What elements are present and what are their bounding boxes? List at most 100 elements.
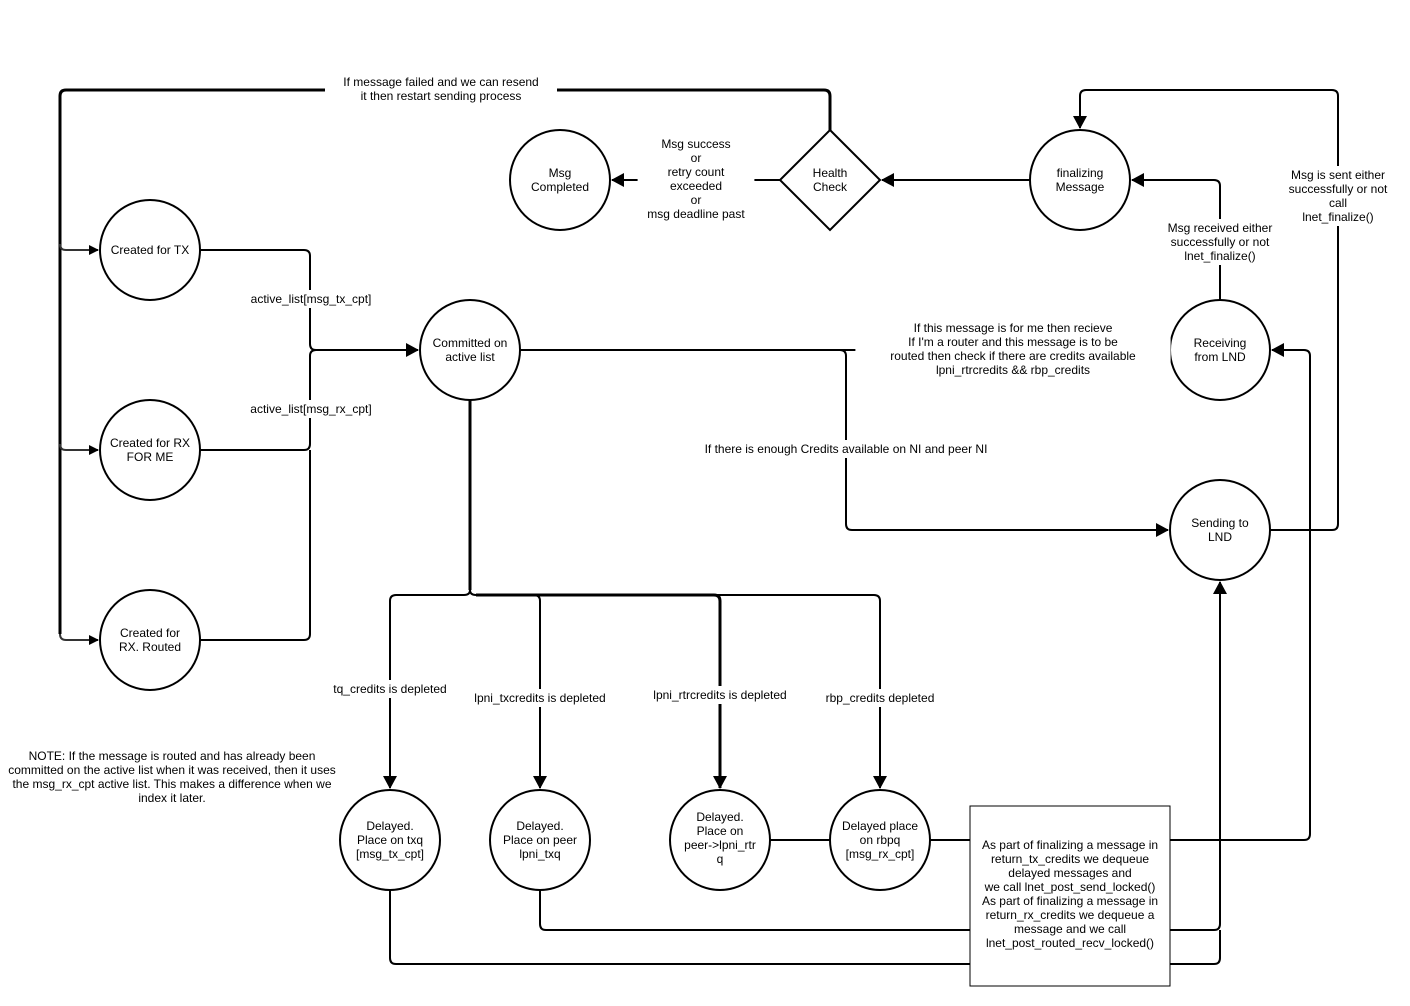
label-line: Delayed. [516, 819, 563, 833]
label-line: Msg [549, 166, 572, 180]
edge-to-delayed-rbpq [714, 594, 887, 789]
edge-box-to-receiving [1170, 343, 1311, 841]
delayed-txq-node [339, 789, 441, 891]
edge-peer-txq-to-sending [539, 581, 1227, 931]
label-background [629, 686, 811, 704]
label-line: from LND [1194, 350, 1246, 364]
label-line: active list [445, 350, 495, 364]
created-for-rx-routed-node [99, 589, 201, 691]
label-line: Created for [120, 626, 180, 640]
label-line: Committed on [433, 336, 508, 350]
edge-label-for-me: If this message is for me then recieveIf… [855, 319, 1171, 379]
committed-active-list-node [419, 299, 521, 401]
label-line: active_list[msg_tx_cpt] [251, 292, 372, 306]
label-line: we call lnet_post_send_locked() [984, 880, 1156, 894]
label-line: delayed messages and [1008, 866, 1131, 880]
label-line: If this message is for me then recieve [914, 321, 1113, 335]
label-line: msg deadline past [647, 207, 745, 221]
label-line: call [1329, 196, 1347, 210]
label-line: Receiving [1194, 336, 1247, 350]
label-line: Place on [697, 824, 744, 838]
label-line: lpni_txq [519, 847, 560, 861]
edge-label-active-rx: active_list[msg_rx_cpt] [233, 400, 389, 418]
label-line: retry count [668, 165, 725, 179]
label-line: lpni_rtrcredits && rbp_credits [936, 363, 1090, 377]
label-line: Sending to [1191, 516, 1249, 530]
label-line: If message failed and we can resend [343, 75, 538, 89]
label-line: Place on txq [357, 833, 423, 847]
label-line: If there is enough Credits available on … [705, 442, 988, 456]
msg-completed-node [509, 129, 611, 231]
label-background [1155, 219, 1285, 265]
delayed-peer-txq-node [489, 789, 591, 891]
edge-committed-to-sending [839, 349, 1169, 537]
edge-label-txcredits-depleted: lpni_txcredits is depleted [452, 689, 628, 707]
label-line: routed then check if there are credits a… [890, 349, 1136, 363]
edge-label-enough-credits: If there is enough Credits available on … [669, 440, 1023, 458]
finalizing-message-node [1029, 129, 1131, 231]
label-line: [msg_tx_cpt] [356, 847, 424, 861]
label-line: FOR ME [127, 450, 174, 464]
label-line: peer->lpni_rtr [684, 838, 756, 852]
edge-sending-to-finalizing [1073, 89, 1339, 531]
label-line: exceeded [670, 179, 722, 193]
label-line: Created for TX [111, 243, 189, 257]
label-line: As part of finalizing a message in [982, 838, 1158, 852]
label-background [233, 400, 389, 418]
label-line: Msg received either [1168, 221, 1273, 235]
delayed-rbpq-node [829, 789, 931, 891]
edge-receiving-to-finalizing [1131, 173, 1221, 300]
created-for-tx-node [99, 199, 201, 301]
label-line: tq_credits is depleted [333, 682, 446, 696]
label-line: Msg is sent either [1291, 168, 1385, 182]
label-background [325, 73, 557, 105]
edge-resend-to-rx-routed [59, 633, 99, 645]
label-line: on rbpq [860, 833, 901, 847]
label-line: Delayed. [366, 819, 413, 833]
note-line: committed on the active list when it was… [8, 763, 336, 777]
edge-label-rbp-depleted: rbp_credits depleted [812, 689, 948, 707]
label-line: message and we call [1014, 922, 1126, 936]
label-line: or [691, 151, 702, 165]
label-background [315, 680, 465, 698]
node-label-created-tx: Created for TX [111, 243, 189, 257]
edge-label-tq-depleted: tq_credits is depleted [315, 680, 465, 698]
label-line: successfully or not [1289, 182, 1388, 196]
label-line: active_list[msg_rx_cpt] [250, 402, 371, 416]
label-line: successfully or not [1171, 235, 1270, 249]
label-line: lpni_txcredits is depleted [474, 691, 605, 705]
created-for-rx-me-node [99, 399, 201, 501]
diagram-text-layer: MsgCompletedHealthCheckfinalizingMessage… [8, 73, 1403, 950]
edge-label-rtrcredits-depleted: lpni_rtrcredits is depleted [629, 686, 811, 704]
label-background [637, 135, 755, 223]
label-line: return_tx_credits we dequeue [991, 852, 1149, 866]
label-line: Created for RX [110, 436, 190, 450]
node-label-delayed-txq: Delayed.Place on txq[msg_tx_cpt] [356, 819, 424, 861]
note-line: NOTE: If the message is routed and has a… [29, 749, 316, 763]
label-line: Delayed. [696, 810, 743, 824]
node-label-finalize-box: As part of finalizing a message inreturn… [982, 838, 1158, 950]
label-line: return_rx_credits we dequeue a [986, 908, 1155, 922]
label-line: If I'm a router and this message is to b… [908, 335, 1118, 349]
label-line: Health [813, 166, 848, 180]
edge-label-active-tx: active_list[msg_tx_cpt] [233, 290, 389, 308]
label-background [855, 319, 1171, 379]
edge-to-delayed-txq [383, 589, 471, 789]
edge-resend-to-rx-me [59, 443, 99, 455]
sending-to-lnd-node [1169, 479, 1271, 581]
health-check-decision [778, 128, 882, 232]
label-line: Completed [531, 180, 589, 194]
